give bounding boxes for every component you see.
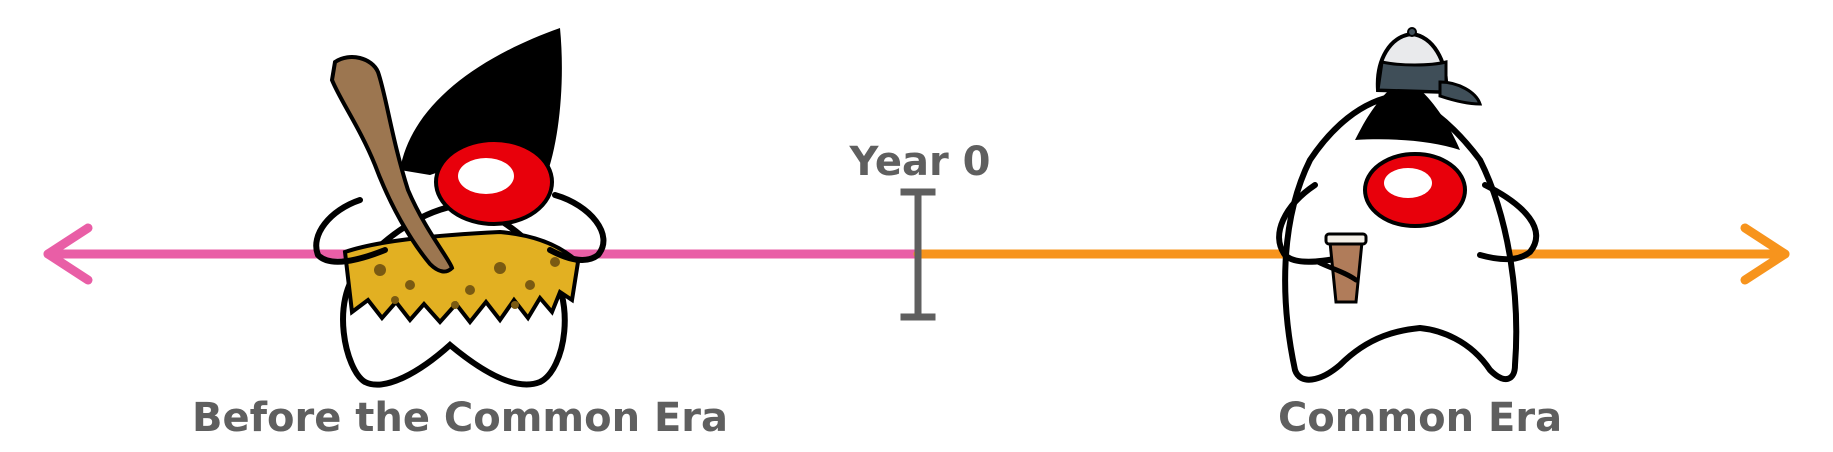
caveman-nose-highlight	[458, 158, 514, 194]
modern-right-arm	[1477, 182, 1540, 263]
caveman-duke-mascot	[313, 28, 607, 388]
hand-on-cup	[1315, 259, 1359, 283]
year-zero-marker	[900, 188, 936, 321]
caveman-club	[329, 55, 455, 274]
before-common-era-label: Before the Common Era	[191, 395, 729, 441]
coffee-cup-lid	[1324, 232, 1368, 246]
cap-brim	[1438, 80, 1483, 106]
modern-nose-highlight	[1384, 168, 1432, 198]
year-zero-label: Year 0	[849, 139, 991, 185]
caveman-right-arm	[547, 192, 607, 263]
modern-head	[1355, 78, 1460, 150]
modern-duke-mascot	[1276, 27, 1540, 383]
common-era-label: Common Era	[1277, 395, 1563, 441]
caveman-head	[400, 28, 562, 180]
future-arrowhead-icon	[1740, 223, 1790, 285]
caveman-left-arm	[313, 197, 388, 265]
past-arrowhead-icon	[43, 223, 93, 285]
cap-button	[1407, 27, 1417, 37]
cap-front-panel	[1376, 60, 1448, 94]
